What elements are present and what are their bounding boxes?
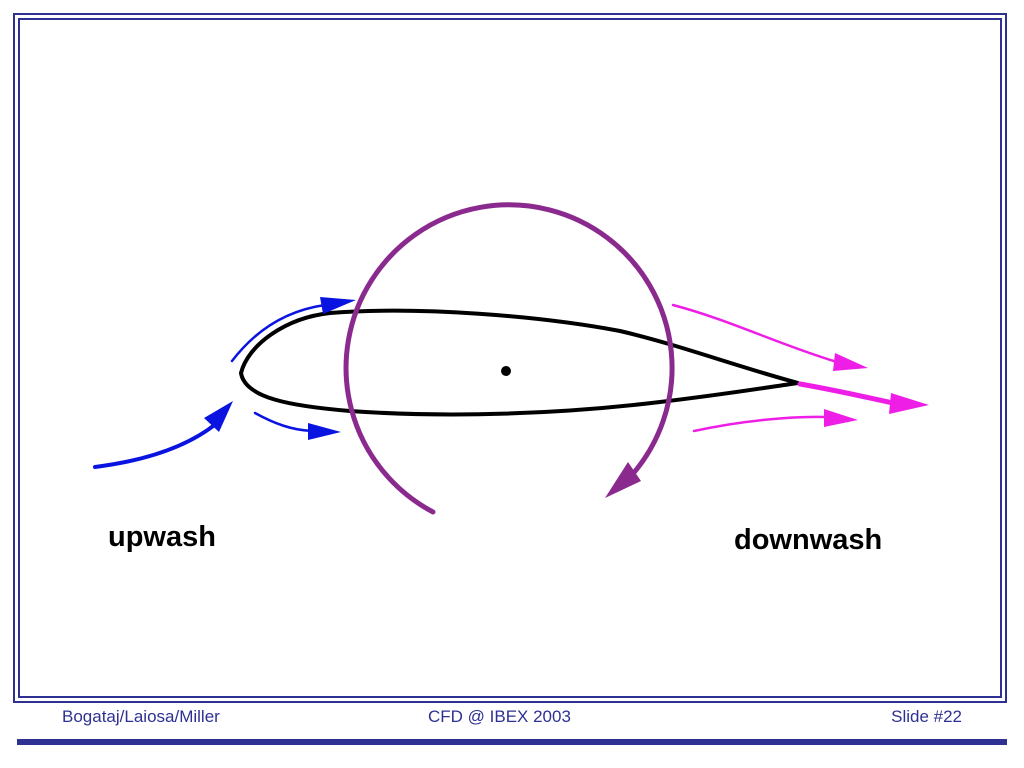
upwash-arrowhead-incoming [204,401,233,432]
footer-authors: Bogataj/Laiosa/Miller [62,707,220,726]
center-point [501,366,511,376]
downwash-arrowhead-lower [824,409,858,427]
circulation-arrowhead [605,462,641,498]
downwash-arrow-lower [692,415,828,433]
downwash-arrowhead-upper [833,353,868,371]
upwash-arrowhead-upper [320,297,356,314]
downwash-label: downwash [734,524,883,556]
upwash-arrow-lower [253,411,314,433]
airfoil-outline [239,308,800,417]
upwash-arrow-upper [230,303,327,363]
upwash-label: upwash [108,521,216,553]
downwash-arrow-upper [671,303,839,364]
footer-rule [17,739,1007,745]
downwash-arrow-middle [797,381,896,406]
upwash-arrowhead-lower [308,423,341,440]
slide-frame-inner [18,18,1002,698]
footer-event: CFD @ IBEX 2003 [428,707,571,726]
upwash-arrows [93,297,356,469]
circulation-arrow [343,202,675,515]
downwash-arrows [671,303,929,433]
downwash-arrowhead-middle [889,393,929,414]
upwash-arrow-incoming [93,421,219,469]
circulation-arc [343,202,675,515]
slide-frame-outer [13,13,1007,703]
footer-slide-number: Slide #22 [891,707,962,726]
